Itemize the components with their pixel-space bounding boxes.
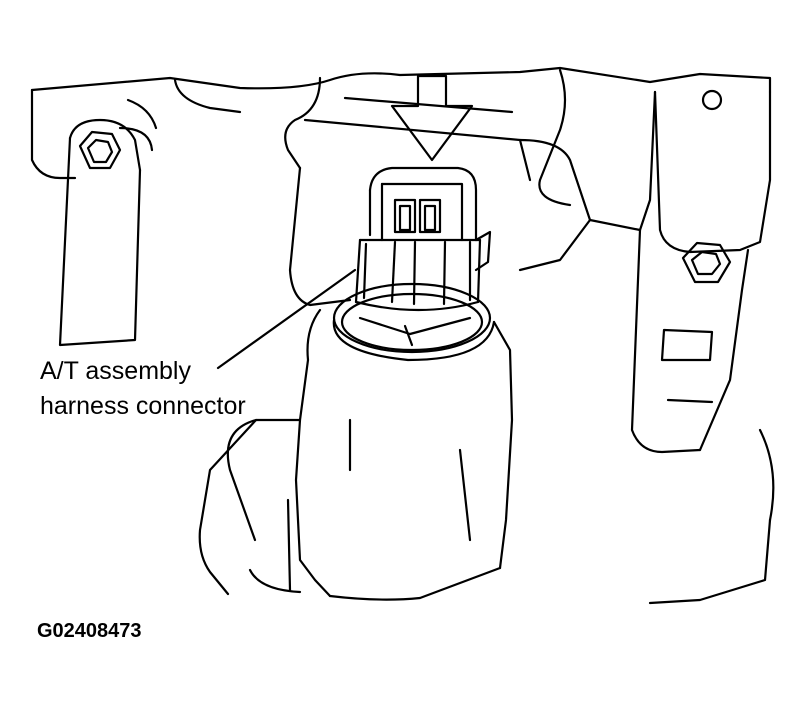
left-bolt-icon bbox=[78, 130, 122, 170]
right-bracket bbox=[630, 89, 775, 605]
callout-leader-line bbox=[216, 268, 357, 370]
callout-label-line2: harness connector bbox=[38, 391, 248, 421]
harness-connector bbox=[332, 166, 496, 362]
lower-housing bbox=[198, 308, 514, 601]
figure-id: G02408473 bbox=[37, 620, 142, 642]
right-bolt-icon bbox=[681, 241, 732, 284]
down-arrow-icon bbox=[390, 74, 474, 162]
left-bracket bbox=[58, 118, 142, 347]
callout-label-line1: A/T assembly bbox=[38, 356, 193, 386]
